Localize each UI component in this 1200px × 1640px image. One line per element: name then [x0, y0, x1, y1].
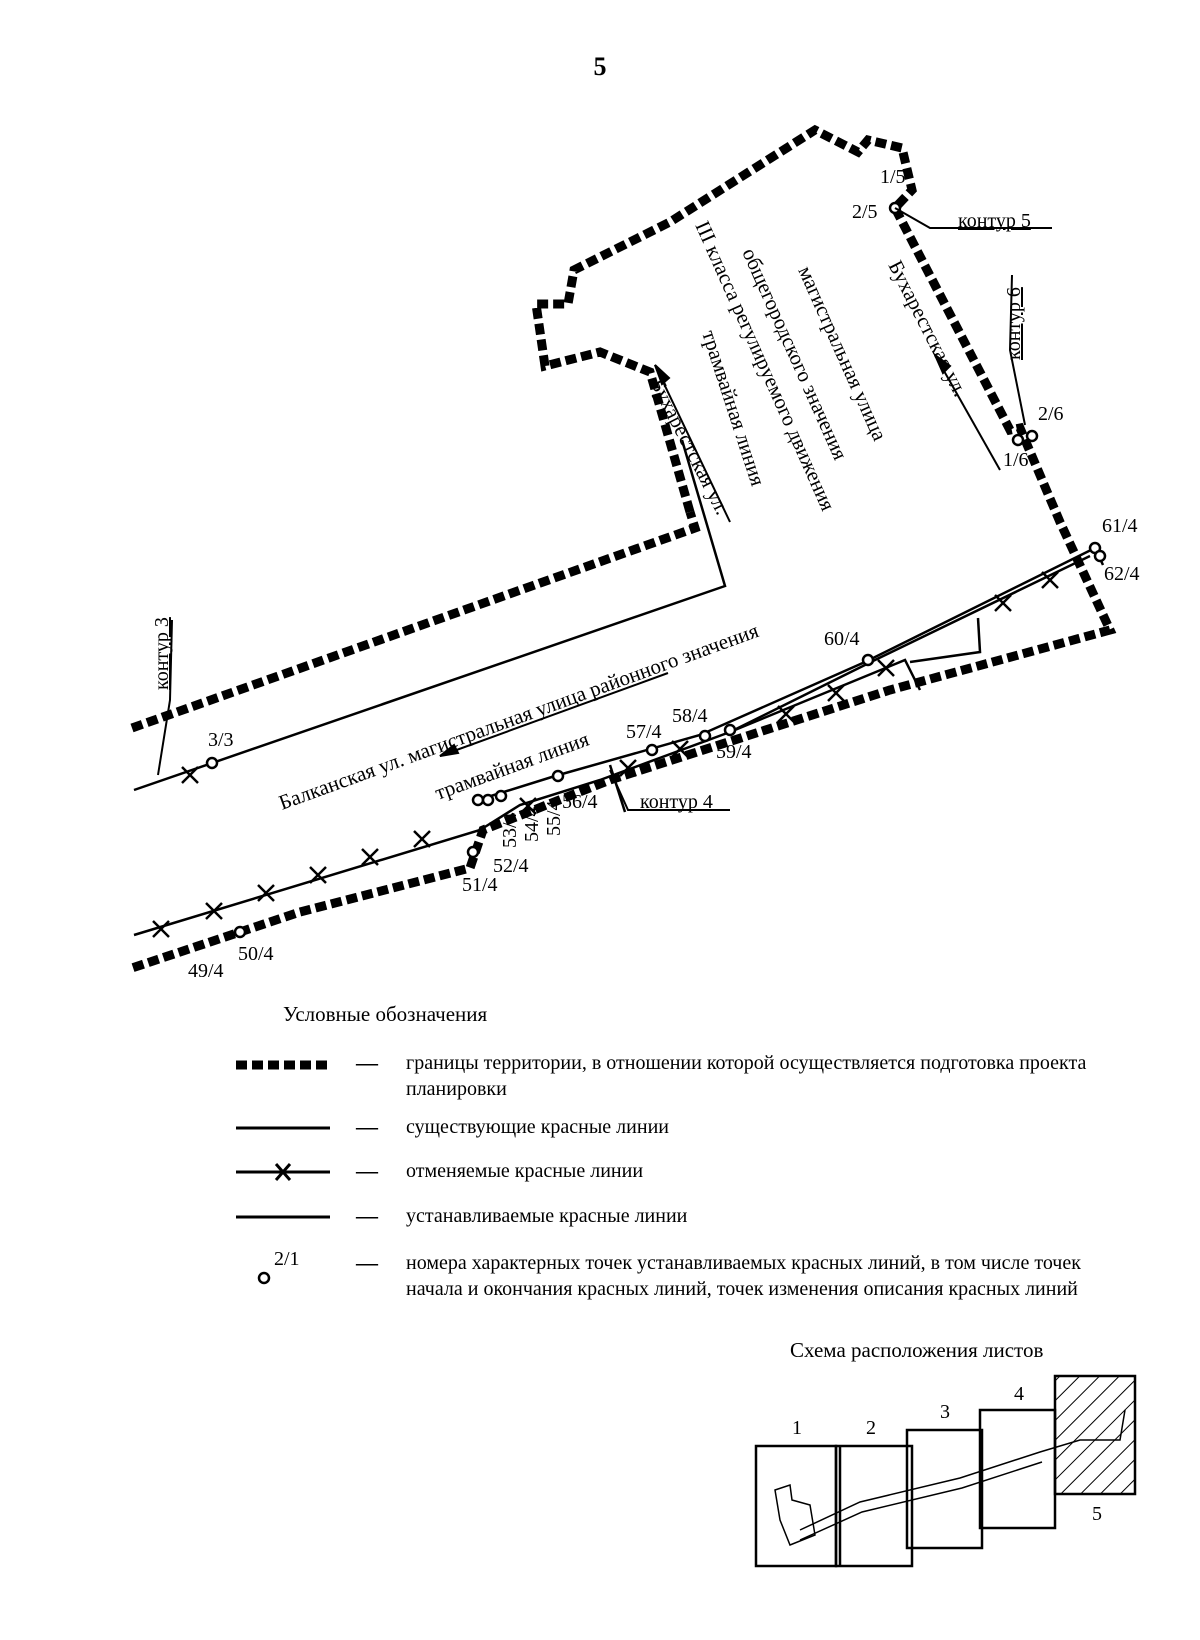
point-label-53-4: 53/4: [499, 812, 521, 848]
point-label-2-5: 2/5: [852, 201, 878, 223]
point-marker: [551, 769, 565, 783]
legend-symbol-cancelled: [236, 1163, 330, 1181]
scheme-start-shape: [774, 1484, 816, 1546]
sheet-5-label: 5: [1092, 1503, 1102, 1525]
sheet-layout-scheme: [754, 1374, 1137, 1568]
existing-line-1: [133, 439, 727, 792]
point-marker: [698, 729, 712, 743]
legend-dash: —: [356, 1203, 378, 1228]
point-label-56-4: 56/4: [562, 791, 598, 813]
cross-mark: [671, 740, 689, 758]
point-marker: [471, 793, 485, 807]
cross-mark: [309, 866, 327, 884]
cancelled-line-2: [729, 658, 922, 734]
legend-symbol-point: [257, 1271, 271, 1285]
cancel-cross-marks: [152, 571, 1059, 938]
point-label-2-6: 2/6: [1038, 403, 1064, 425]
point-label-55-4: 55/4: [543, 800, 565, 836]
cross-mark: [205, 902, 223, 920]
established-red-lines: [477, 546, 1105, 802]
contour-6-label: контур 6: [1003, 287, 1025, 360]
point-label-61-4: 61/4: [1102, 515, 1138, 537]
cross-mark: [827, 684, 845, 702]
sheet-1-label: 1: [792, 1417, 802, 1439]
point-marker: [494, 789, 508, 803]
cross-mark: [361, 848, 379, 866]
point-label-3-3: 3/3: [208, 729, 234, 751]
sheet-4-label: 4: [1014, 1383, 1024, 1405]
point-label-62-4: 62/4: [1104, 563, 1140, 585]
legend-dash: —: [356, 1158, 378, 1183]
point-label-51-4: 51/4: [462, 874, 498, 896]
point-label-1-5: 1/5: [880, 166, 906, 188]
legend-text-existing: существующие красные линии: [406, 1116, 669, 1138]
cross-mark: [994, 594, 1012, 612]
sheet-3: [905, 1428, 984, 1550]
point-label-58-4: 58/4: [672, 705, 708, 727]
point-marker: [645, 743, 659, 757]
point-marker: [481, 793, 495, 807]
contour-5-label: контур 5: [958, 210, 1031, 232]
legend-point-sample-label: 2/1: [274, 1248, 300, 1270]
sheet-3-label: 3: [940, 1401, 950, 1423]
street-arrows: [439, 351, 1001, 757]
sheet-1: [754, 1444, 838, 1568]
point-label-49-4: 49/4: [188, 960, 224, 982]
cross-mark: [413, 830, 431, 848]
cross-mark: [257, 884, 275, 902]
cross-mark: [619, 759, 637, 777]
legend-dash: —: [356, 1114, 378, 1139]
cross-mark: [877, 659, 895, 677]
cross-mark: [777, 705, 795, 723]
point-marker: [861, 653, 875, 667]
contour-3-label: контур 3: [151, 617, 173, 690]
contour-callouts: [157, 207, 1052, 811]
legend-text-cancelled: отменяемые красные линии: [406, 1160, 644, 1182]
point-marker: [466, 845, 480, 859]
point-marker: [205, 756, 219, 770]
point-marker: [233, 925, 247, 939]
point-label-52-4: 52/4: [493, 855, 529, 877]
sheet-scheme-title: Схема расположения листов: [790, 1338, 1044, 1362]
page-number: 5: [593, 52, 607, 81]
point-marker: [1093, 549, 1107, 563]
cross-mark: [152, 920, 170, 938]
contour-4-label: контур 4: [640, 791, 713, 813]
scheme-route-line-2: [799, 1461, 1043, 1541]
boundary-north-strip: [130, 510, 701, 733]
legend-text-boundary: границы территории, в отношении которой …: [406, 1052, 1087, 1100]
cancelled-line-1: [133, 554, 1091, 937]
cross-mark: [1041, 571, 1059, 589]
legend-text-points: номера характерных точек устанавливаемых…: [406, 1252, 1081, 1300]
territory-boundary: [130, 124, 1117, 973]
point-label-1-6: 1/6: [1003, 449, 1029, 471]
point-label-59-4: 59/4: [716, 741, 752, 763]
boundary-main-block: [130, 124, 1117, 973]
point-label-57-4: 57/4: [626, 721, 662, 743]
point-marker: [723, 723, 737, 737]
cross-mark: [181, 766, 199, 784]
point-label-50-4: 50/4: [238, 943, 274, 965]
point-label-60-4: 60/4: [824, 628, 860, 650]
sheet-5: [1053, 1374, 1137, 1496]
cancelled-red-lines: [133, 554, 1091, 937]
cross-mark: [519, 797, 537, 815]
legend-dash: —: [356, 1250, 378, 1275]
existing-line-2: [909, 617, 982, 664]
point-marker: [1011, 433, 1025, 447]
sheet-2-label: 2: [866, 1417, 876, 1439]
sheet-4: [978, 1408, 1057, 1530]
established-line-main: [477, 546, 1096, 802]
characteristic-points: [205, 201, 1107, 939]
scheme-route-line: [799, 1409, 1126, 1531]
legend-title: Условные обозначения: [283, 1002, 488, 1026]
point-label-54-4: 54/4: [521, 806, 543, 842]
legend-text-established: устанавливаемые красные линии: [406, 1205, 688, 1227]
sheet-2: [834, 1444, 914, 1568]
point-marker: [1025, 429, 1039, 443]
legend-dash: —: [356, 1050, 378, 1075]
